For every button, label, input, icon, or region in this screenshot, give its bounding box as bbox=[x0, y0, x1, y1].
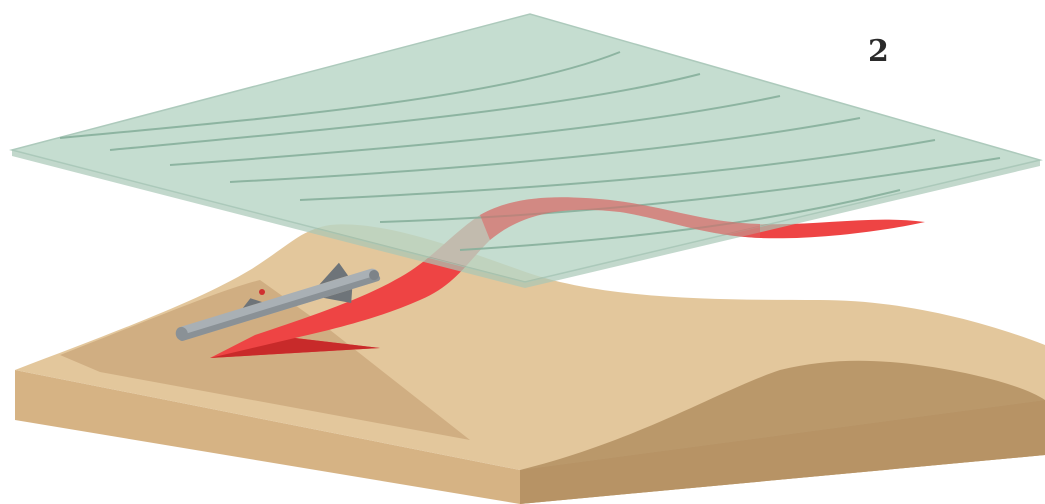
missile-marker-dot bbox=[259, 289, 265, 295]
panel-number: 2 bbox=[868, 34, 889, 69]
